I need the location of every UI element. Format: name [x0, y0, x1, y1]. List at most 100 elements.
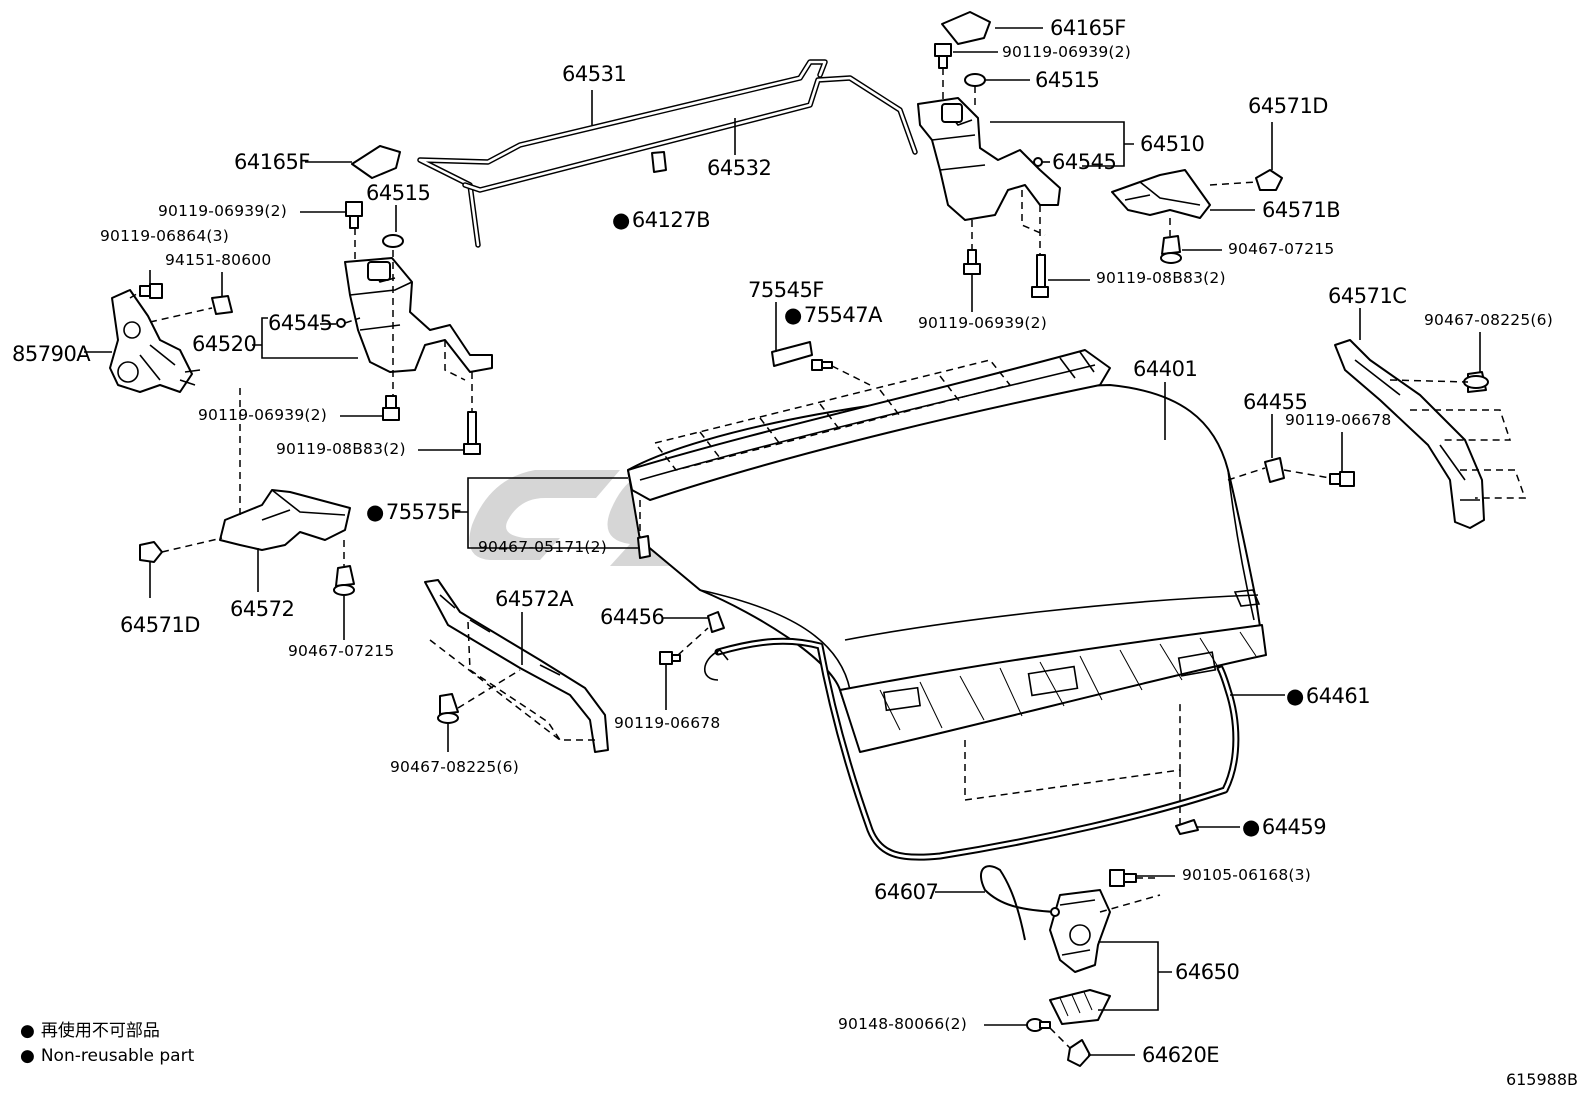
torsion-rod-64531 [417, 59, 828, 248]
clip-90467-05171 [637, 535, 651, 559]
bolt-90119-08B83-left [463, 411, 481, 455]
label-64401: 64401 [1133, 357, 1198, 381]
garnish-75575F [627, 349, 1111, 501]
striker-64620E [1067, 1039, 1091, 1067]
label-64456: 64456 [600, 605, 665, 629]
lock-area-outline [964, 700, 1181, 801]
label-90119-06678-left: 90119-06678 [614, 714, 721, 732]
washer-64515-left [382, 234, 404, 248]
label-90119-08B83-right: 90119-08B83(2) [1096, 269, 1226, 287]
clip-90467-07215-left [333, 565, 355, 596]
bolt-90119-06939-right-top [934, 43, 952, 69]
bumper-64165F-right [941, 11, 991, 45]
clip-90467-08225-left [437, 693, 459, 724]
trunk-lid-64401 [627, 384, 1267, 753]
bolt-90119-06939-right-bottom [963, 249, 981, 275]
label-64572A: 64572A [495, 587, 574, 611]
label-64461: 64461 [1286, 686, 1371, 707]
label-64571B: 64571B [1262, 198, 1341, 222]
label-90467-07215-left: 90467-07215 [288, 642, 395, 660]
stopper-64456 [707, 611, 725, 633]
spring-64545-left [336, 318, 346, 328]
leader-lines [84, 27, 1481, 1056]
label-90467-08225-right: 90467-08225(6) [1424, 311, 1553, 329]
label-75575F: 75575F [366, 502, 462, 523]
legend-item-jp: 再使用不可部品 [20, 1019, 194, 1044]
clip-64571D-right [1255, 169, 1283, 191]
diagram-code: 615988B [1505, 1070, 1578, 1089]
nut-94151-80600 [211, 295, 233, 315]
weatherstrip-64461 [703, 637, 1240, 861]
clip-90467-07215-right [1160, 235, 1182, 264]
hinge-64520 [344, 257, 493, 373]
label-90119-08B83-left: 90119-08B83(2) [276, 440, 406, 458]
washer-64515-right [964, 73, 986, 87]
label-64459: 64459 [1242, 817, 1327, 838]
label-90105-06168: 90105-06168(3) [1182, 866, 1311, 884]
label-75545F: 75545F [748, 278, 824, 302]
torsion-rod-64532 [462, 75, 918, 193]
plug-64459 [1175, 819, 1199, 835]
spring-64545-right [1033, 157, 1043, 167]
bolt-90119-06678-left [659, 651, 681, 665]
label-85790A: 85790A [12, 342, 91, 366]
clip-90467-08225-right [1463, 371, 1489, 393]
label-64545-left: 64545 [268, 311, 333, 335]
trim-64572 [219, 489, 351, 551]
label-64165F-right: 64165F [1050, 16, 1126, 40]
rod-clip-64127B [651, 151, 667, 173]
trim-64571B [1111, 169, 1211, 219]
lock-64650 [1049, 889, 1111, 1025]
label-64127B: 64127B [612, 210, 711, 231]
garnish-mount-outline [653, 359, 1012, 471]
label-64572: 64572 [230, 597, 295, 621]
screw-90148-80066 [1026, 1018, 1051, 1032]
label-90119-06678-right: 90119-06678 [1285, 411, 1392, 429]
label-64650: 64650 [1175, 960, 1240, 984]
motor-85790A [109, 289, 201, 393]
label-64520: 64520 [192, 332, 257, 356]
stopper-64455 [1264, 457, 1285, 483]
label-64455: 64455 [1243, 390, 1308, 414]
label-64620E: 64620E [1142, 1043, 1220, 1067]
trim-64571C [1334, 339, 1485, 529]
trim-64572A [424, 579, 609, 753]
bolt-90119-06939-left-bottom [382, 395, 400, 421]
label-90148-80066: 90148-80066(2) [838, 1015, 967, 1033]
legend: 再使用不可部品 Non-reusable part [20, 1019, 194, 1069]
label-75547A: 75547A [784, 305, 883, 326]
bolt-90119-06864 [139, 283, 163, 299]
label-64515-right: 64515 [1035, 68, 1100, 92]
label-90119-06939-right-top: 90119-06939(2) [1002, 43, 1131, 61]
label-64515-left: 64515 [366, 181, 431, 205]
label-90467-07215-right: 90467-07215 [1228, 240, 1335, 258]
label-64545-right: 64545 [1052, 150, 1117, 174]
clip-64571D-left [139, 541, 163, 563]
label-64510: 64510 [1140, 132, 1205, 156]
label-64532: 64532 [707, 156, 772, 180]
label-90119-06939-right-bottom: 90119-06939(2) [918, 314, 1047, 332]
label-64571D-left: 64571D [120, 613, 200, 637]
legend-item-en: Non-reusable part [20, 1044, 194, 1069]
clip-75547A [811, 359, 833, 371]
label-64571C: 64571C [1328, 284, 1407, 308]
label-90467-05171: 90467-05171(2) [478, 538, 607, 556]
label-90119-06939-left-bottom: 90119-06939(2) [198, 406, 327, 424]
label-64571D-right: 64571D [1248, 94, 1328, 118]
label-64607: 64607 [874, 880, 939, 904]
bolt-90119-08B83-right [1031, 254, 1049, 298]
bolt-90119-06939-left-top [345, 201, 363, 229]
cable-64607 [980, 865, 1060, 941]
bolt-90105-06168 [1109, 869, 1137, 887]
label-90119-06864: 90119-06864(3) [100, 227, 229, 245]
bolt-90119-06678-right [1329, 471, 1355, 487]
label-64531: 64531 [562, 62, 627, 86]
label-64165F-left: 64165F [234, 150, 310, 174]
label-90467-08225-left: 90467-08225(6) [390, 758, 519, 776]
label-90119-06939-left-top: 90119-06939(2) [158, 202, 287, 220]
bumper-64165F-left [351, 145, 401, 179]
label-94151-80600: 94151-80600 [165, 251, 272, 269]
emblem-75545F [771, 341, 813, 367]
